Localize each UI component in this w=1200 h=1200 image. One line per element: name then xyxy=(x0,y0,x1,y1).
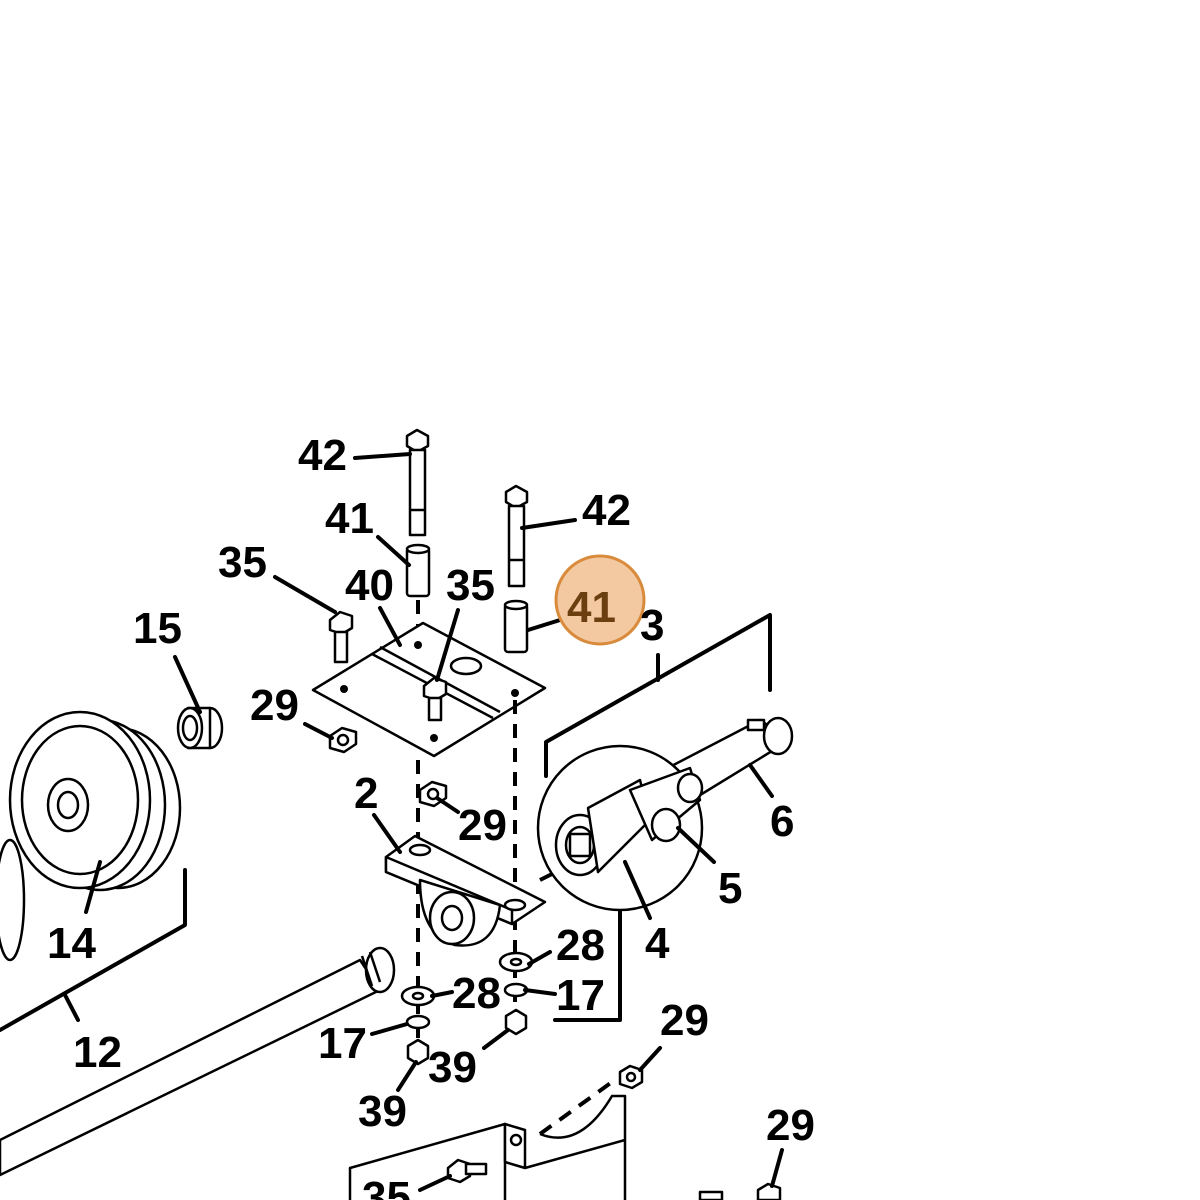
leader-lines xyxy=(84,452,784,1192)
washer-28-right[interactable] xyxy=(498,951,534,973)
bolt-42-left[interactable] xyxy=(405,428,430,537)
bushing-15[interactable] xyxy=(176,706,224,750)
callout-29-left[interactable]: 29 xyxy=(250,681,299,730)
callout-6[interactable]: 6 xyxy=(770,797,794,846)
u-joint-detail[interactable] xyxy=(536,744,704,912)
frame-lower[interactable] xyxy=(348,1080,627,1200)
screw-35-lower[interactable] xyxy=(446,1158,488,1184)
spacer-41-right[interactable] xyxy=(503,599,529,654)
splined-shaft-12[interactable] xyxy=(0,946,396,1177)
highlight-circle[interactable] xyxy=(554,554,646,646)
callout-17-right[interactable]: 17 xyxy=(556,971,605,1020)
callout-14[interactable]: 14 xyxy=(47,919,96,968)
callout-29-lower[interactable]: 29 xyxy=(660,996,709,1045)
callout-41-right-highlighted[interactable]: 41 xyxy=(567,583,616,632)
lockwasher-17-left[interactable] xyxy=(405,1014,431,1030)
callout-42-right[interactable]: 42 xyxy=(582,486,631,535)
callout-41-left[interactable]: 41 xyxy=(325,494,374,543)
nut-39-left[interactable] xyxy=(406,1038,430,1066)
callout-2[interactable]: 2 xyxy=(354,769,378,818)
bolt-42-right[interactable] xyxy=(504,484,529,588)
screw-35-center[interactable] xyxy=(422,676,448,722)
callout-4[interactable]: 4 xyxy=(645,919,670,968)
nut-29-bottom[interactable] xyxy=(756,1182,782,1200)
nut-39-right[interactable] xyxy=(504,1008,528,1036)
callout-5[interactable]: 5 xyxy=(718,864,742,913)
spacer-41-left[interactable] xyxy=(405,543,431,598)
callout-29-center[interactable]: 29 xyxy=(458,801,507,850)
callout-17-left[interactable]: 17 xyxy=(318,1019,367,1068)
nut-29-lower[interactable] xyxy=(618,1064,644,1090)
group-bracket-4 xyxy=(553,910,622,1022)
callout-28-left[interactable]: 28 xyxy=(452,969,501,1018)
callout-labels: 42 42 41 41 35 35 35 40 3 15 29 29 29 29… xyxy=(47,431,815,1200)
callout-35-lower[interactable]: 35 xyxy=(362,1173,411,1200)
callout-42-left[interactable]: 42 xyxy=(298,431,347,480)
callout-35-center[interactable]: 35 xyxy=(446,561,495,610)
callout-35-left[interactable]: 35 xyxy=(218,538,267,587)
washer-28-left[interactable] xyxy=(400,985,436,1007)
group-bracket-12 xyxy=(0,868,187,1032)
callout-15[interactable]: 15 xyxy=(133,604,182,653)
nut-29-left[interactable] xyxy=(328,726,358,754)
callout-28-right[interactable]: 28 xyxy=(556,921,605,970)
screw-35-left[interactable] xyxy=(328,610,354,664)
callout-39-right[interactable]: 39 xyxy=(428,1043,477,1092)
callout-3[interactable]: 3 xyxy=(640,601,664,650)
callout-40[interactable]: 40 xyxy=(345,561,394,610)
callout-29-bottom[interactable]: 29 xyxy=(766,1101,815,1150)
bearing-bracket-2[interactable] xyxy=(384,834,547,947)
pulley-14[interactable] xyxy=(0,710,182,962)
callout-39-left[interactable]: 39 xyxy=(358,1087,407,1136)
callout-12[interactable]: 12 xyxy=(73,1028,122,1077)
